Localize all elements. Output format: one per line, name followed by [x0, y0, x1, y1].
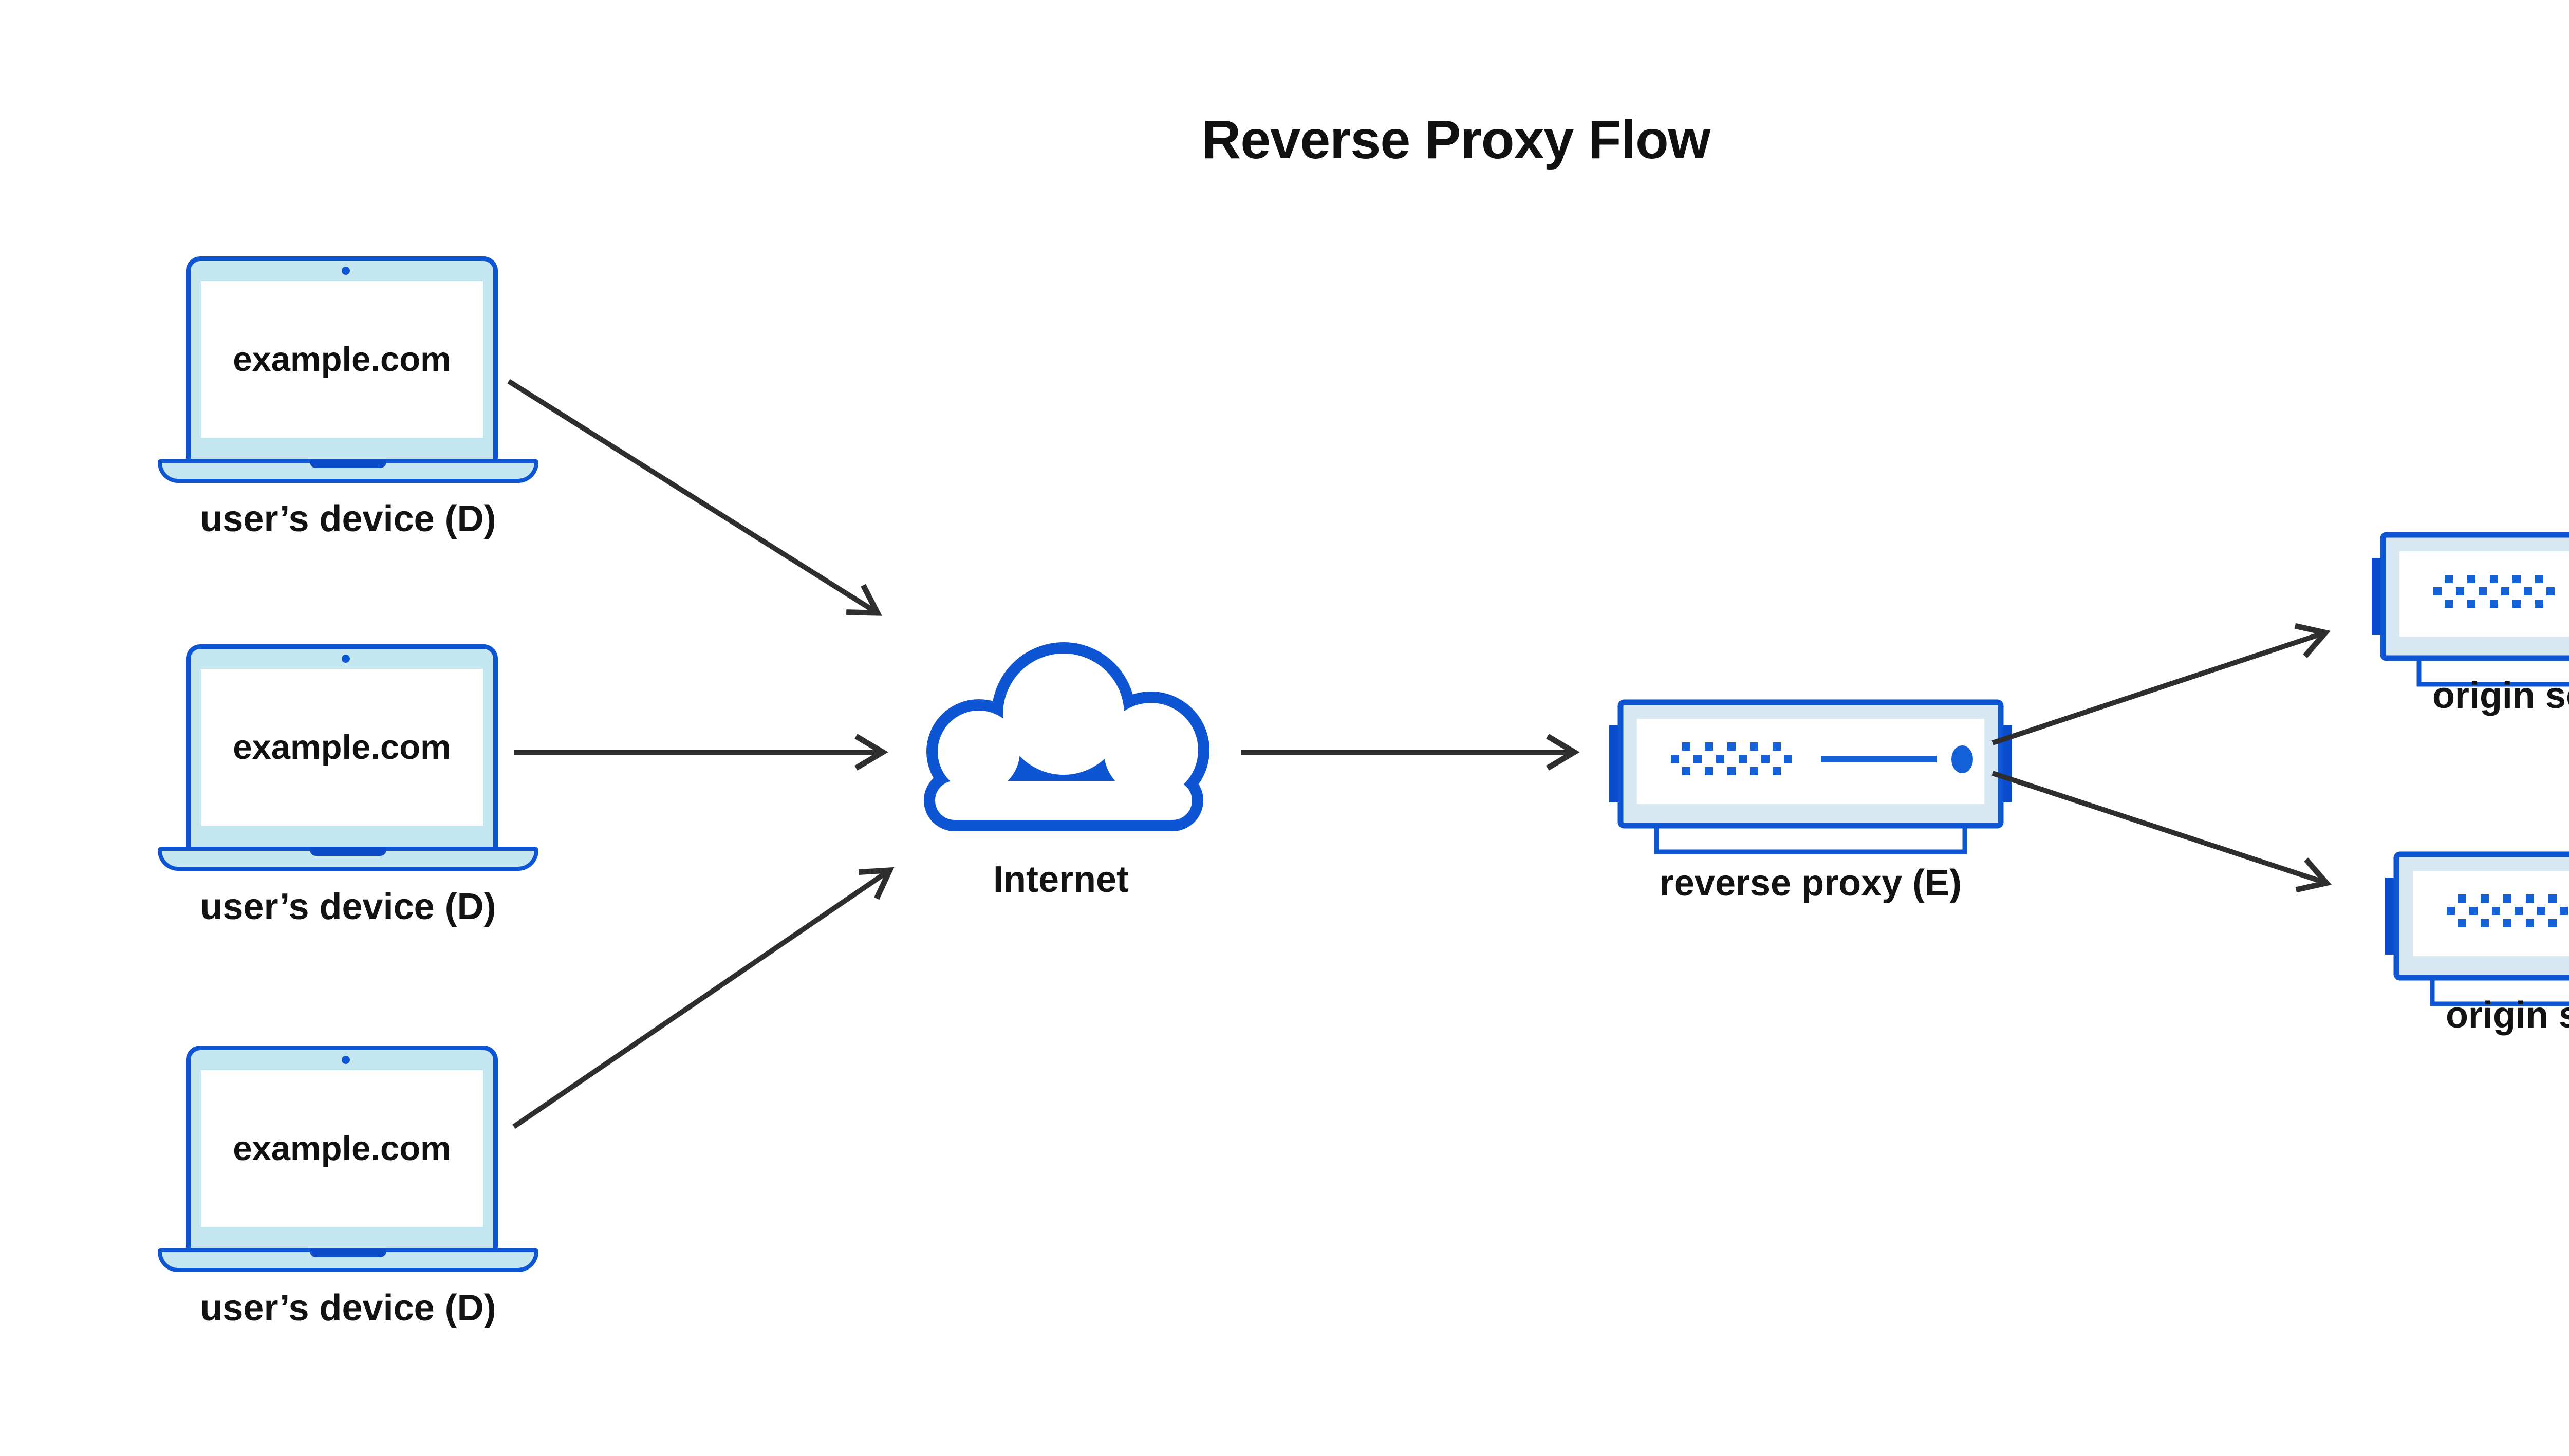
screen-url-text: example.com: [233, 1129, 451, 1168]
reverse-proxy-label: reverse proxy (E): [1659, 863, 1962, 904]
arrow-proxy-to-origin1: [1991, 623, 2331, 745]
laptop-camera-dot-icon: [342, 267, 350, 275]
laptop-screen: example.com: [201, 669, 483, 826]
arrow-device3-to-internet: [512, 867, 895, 1129]
laptop-hinge-notch: [310, 847, 386, 856]
screen-url-text: example.com: [233, 728, 451, 767]
arrow-proxy-to-origin2: [1991, 771, 2332, 893]
screen-url-text: example.com: [233, 340, 451, 379]
server-icon: [1605, 697, 2016, 856]
user-device-3: example.com user’s device (D): [158, 1046, 538, 1333]
server-icon: [2381, 849, 2569, 1009]
page-title: Reverse Proxy Flow: [1201, 109, 1710, 170]
laptop-screen: example.com: [201, 281, 483, 438]
arrow-device1-to-internet: [507, 379, 882, 616]
device-label: user’s device (D): [200, 1287, 496, 1329]
laptop-hinge-notch: [310, 459, 386, 468]
device-label: user’s device (D): [200, 886, 496, 927]
user-device-2: example.com user’s device (D): [158, 644, 538, 932]
internet-label: Internet: [993, 859, 1129, 900]
laptop-camera-dot-icon: [342, 655, 350, 663]
device-label: user’s device (D): [200, 498, 496, 539]
user-device-1: example.com user’s device (D): [158, 256, 538, 544]
laptop-hinge-notch: [310, 1248, 386, 1257]
laptop-camera-dot-icon: [342, 1056, 350, 1064]
cloud-icon: [924, 642, 1209, 831]
origin-server-1-label: origin server (F): [2432, 675, 2569, 716]
origin-server-2-label: origin server (F): [2445, 995, 2569, 1036]
server-icon: [2368, 530, 2569, 689]
laptop-screen: example.com: [201, 1070, 483, 1227]
